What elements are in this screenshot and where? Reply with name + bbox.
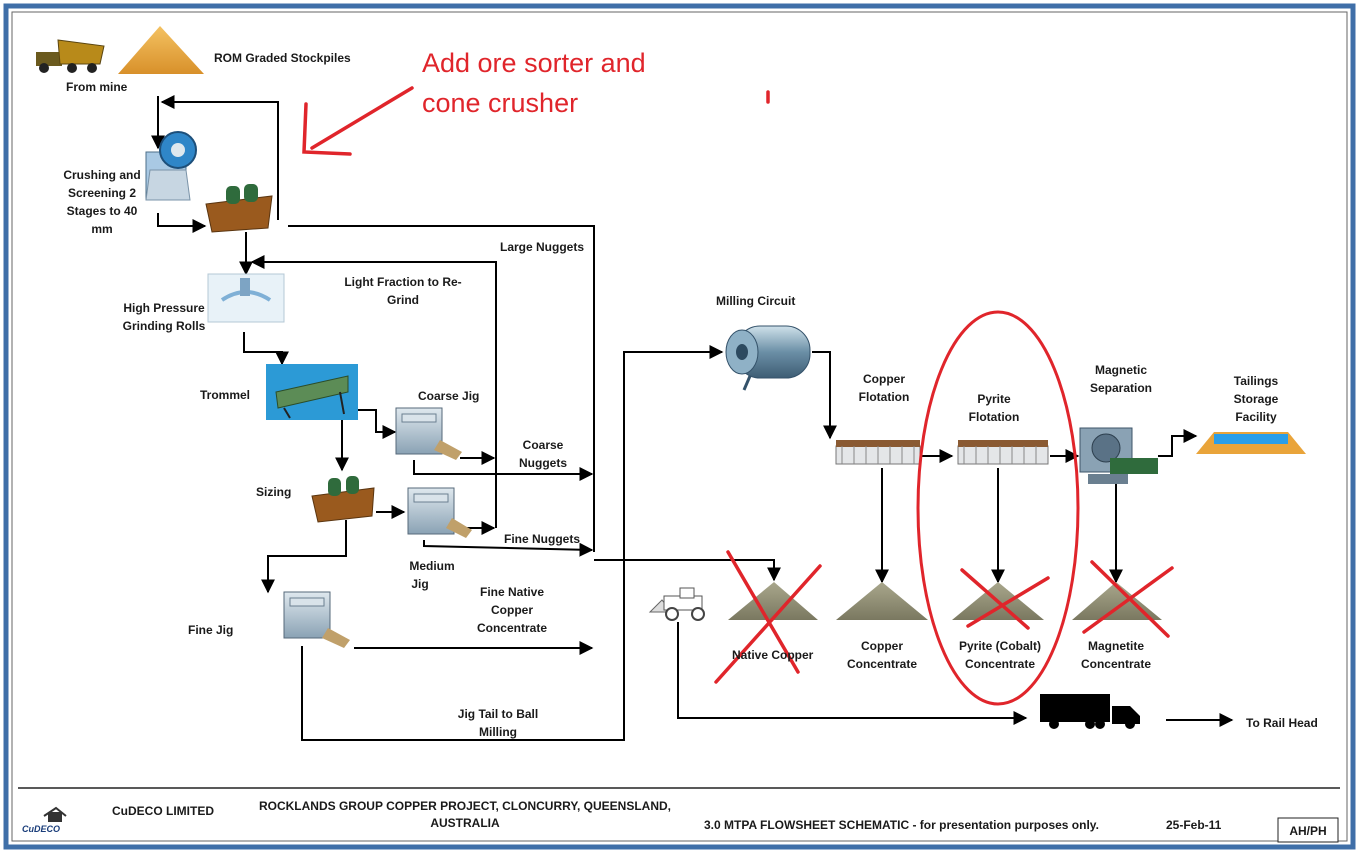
- magnetic-separator-icon: [1079, 427, 1158, 484]
- coarse-jig-label: Coarse Jig: [418, 389, 480, 403]
- cross-native-copper: [714, 550, 822, 684]
- sizing-screen-icon: [311, 476, 375, 523]
- flow-trommel-to-coarsejig: [358, 409, 397, 439]
- magnetite-concentrate-label-2: Concentrate: [1080, 657, 1151, 671]
- pyrite-concentrate-label-2: Concentrate: [964, 657, 1035, 671]
- cudeco-logo: CuDECO: [22, 806, 67, 834]
- crushing-label-4: mm: [91, 222, 113, 236]
- tailings-label-2: Storage: [1233, 392, 1279, 406]
- coarse-nuggets-label-1: Coarse: [522, 438, 564, 452]
- footer-project-line-1: ROCKLANDS GROUP COPPER PROJECT, CLONCURR…: [258, 799, 672, 813]
- fine-jig-icon: [283, 591, 350, 648]
- annotation-arrowhead: [302, 102, 352, 156]
- flow-coarse-nuggets: [413, 460, 594, 481]
- footer-company: CuDECO LIMITED: [112, 804, 214, 818]
- crushing-label-1: Crushing and: [63, 168, 141, 182]
- hpgr-label-1: High Pressure: [123, 301, 205, 315]
- crusher-icon: [145, 131, 197, 201]
- flow-mag-to-tailings: [1158, 429, 1198, 457]
- coarse-nuggets-label-2: Nuggets: [519, 456, 567, 470]
- native-copper-label: Native Copper: [732, 648, 814, 662]
- flow-large-nuggets: [288, 225, 595, 552]
- flow-to-screen: [157, 213, 207, 233]
- flow-mill-to-cuflot: [812, 351, 837, 440]
- milling-circuit-label: Milling Circuit: [716, 294, 796, 308]
- annotation-arrow: [310, 86, 414, 150]
- cross-pyrite: [960, 568, 1050, 630]
- rom-stockpiles-label: ROM Graded Stockpiles: [214, 51, 351, 65]
- large-nuggets-label: Large Nuggets: [500, 240, 585, 254]
- crushing-label-3: Stages to 40: [66, 204, 138, 218]
- medium-jig-label-2: Jig: [411, 577, 429, 591]
- copper-flotation-label-1: Copper: [863, 372, 905, 386]
- outer-border: [3, 3, 1356, 850]
- from-mine-label: From mine: [66, 80, 128, 94]
- cross-magnetite: [1082, 560, 1174, 638]
- initials-box: [1277, 817, 1339, 843]
- copper-flotation-label-2: Flotation: [858, 390, 910, 404]
- pyrite-highlight-ellipse: [916, 310, 1080, 706]
- annotation-line-1: Add ore sorter and: [422, 48, 646, 78]
- footer-initials: AH/PH: [1289, 824, 1327, 838]
- pyrite-flotation-label-2: Flotation: [968, 410, 1020, 424]
- medium-jig-icon: [407, 487, 472, 538]
- ball-mill-icon: [725, 325, 811, 391]
- copper-concentrate-label-1: Copper: [861, 639, 903, 653]
- sizing-label: Sizing: [256, 485, 292, 499]
- rom-stockpile-icon: [118, 26, 204, 74]
- magnetite-concentrate-label-1: Magnetite: [1087, 639, 1144, 653]
- tailings-label-3: Facility: [1235, 410, 1277, 424]
- trommel-icon: [266, 364, 358, 420]
- pyrite-flotation-cells-icon: [957, 440, 1049, 465]
- annotation-line-2: cone crusher: [422, 88, 579, 118]
- flow-fine-nuggets: [423, 540, 594, 557]
- flow-loader-to-truck: [677, 622, 1028, 725]
- copper-flotation-cells-icon: [835, 440, 921, 465]
- hpgr-icon: [207, 273, 285, 323]
- fine-native-label-2: Copper: [491, 603, 533, 617]
- magnetic-separation-label-1: Magnetic: [1094, 363, 1147, 377]
- inner-border: [11, 11, 1348, 842]
- fine-native-label-3: Concentrate: [476, 621, 547, 635]
- trommel-label: Trommel: [200, 388, 251, 402]
- copper-concentrate-label-2: Concentrate: [846, 657, 917, 671]
- pyrite-flotation-label-1: Pyrite: [977, 392, 1011, 406]
- mine-truck-icon: [36, 39, 105, 73]
- flow-screen-recycle: [160, 95, 279, 220]
- coarse-jig-icon: [395, 407, 462, 460]
- pyrite-concentrate-label-1: Pyrite (Cobalt): [958, 639, 1041, 653]
- to-rail-head-label: To Rail Head: [1246, 716, 1318, 730]
- flow-lines: [151, 95, 1234, 741]
- light-fraction-label-2: Grind: [387, 293, 419, 307]
- hpgr-label-2: Grinding Rolls: [122, 319, 206, 333]
- screen-icon: [205, 184, 273, 233]
- light-fraction-label-1: Light Fraction to Re-: [344, 275, 462, 289]
- flow-hpgr-to-trommel: [243, 332, 289, 366]
- native-copper-stockpile-icon: [728, 582, 818, 620]
- footer-schematic: 3.0 MTPA FLOWSHEET SCHEMATIC - for prese…: [704, 818, 1099, 832]
- svg-text:CuDECO: CuDECO: [22, 824, 60, 834]
- flow-sizing-to-finejig: [261, 520, 347, 594]
- front-loader-icon: [648, 587, 705, 621]
- tailings-dam-icon: [1196, 432, 1306, 454]
- red-annotation-marks: [302, 86, 1174, 706]
- flow-light-fraction: [250, 255, 497, 528]
- copper-concentrate-stockpile-icon: [836, 582, 928, 620]
- flow-to-native-copper: [594, 559, 781, 582]
- fine-native-label-1: Fine Native: [479, 585, 545, 599]
- jig-tail-label-2: Milling: [479, 725, 517, 739]
- tailings-label-1: Tailings: [1233, 374, 1279, 388]
- jig-tail-label-1: Jig Tail to Ball: [457, 707, 539, 721]
- footer-date: 25-Feb-11: [1166, 818, 1222, 832]
- magnetic-separation-label-2: Separation: [1089, 381, 1152, 395]
- crushing-label-2: Screening 2: [67, 186, 137, 200]
- flow-jig-tail: [301, 345, 724, 741]
- footer-project-line-2: AUSTRALIA: [430, 816, 500, 830]
- medium-jig-label-1: Medium: [409, 559, 455, 573]
- road-truck-icon: [1040, 694, 1140, 729]
- fine-nuggets-label: Fine Nuggets: [504, 532, 581, 546]
- fine-jig-label: Fine Jig: [188, 623, 234, 637]
